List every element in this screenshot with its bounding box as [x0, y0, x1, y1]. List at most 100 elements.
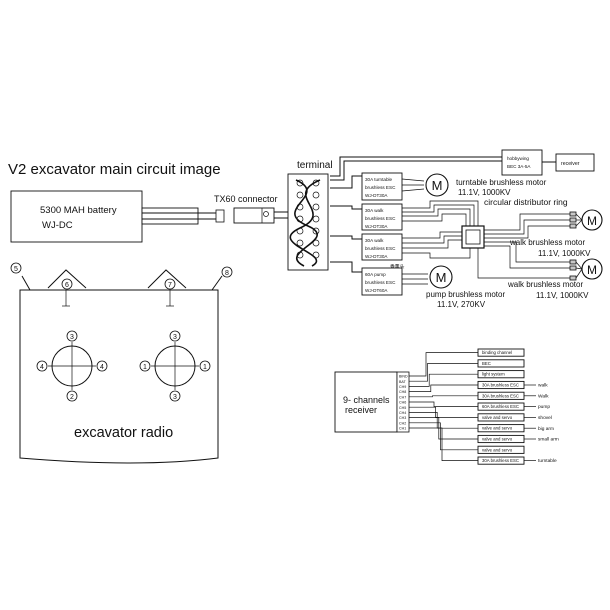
receiver-channel-wire [409, 422, 478, 451]
receiver-device-label: BEC [482, 361, 491, 366]
walk-wire [402, 213, 467, 226]
marker-circle [164, 278, 176, 290]
walk-motor-1-glyph: M [587, 214, 597, 228]
receiver-channel-wire [409, 427, 478, 461]
marker-circle [139, 360, 151, 372]
pump-motor-spec: 11.1V, 270KV [437, 300, 486, 309]
receiver-channel-wire [409, 363, 478, 382]
walk-motor-2-lead [575, 267, 583, 270]
stick-direction-label: 4 [100, 364, 104, 371]
receiver-device-label: valve and servo [482, 415, 513, 420]
walk-motor-2-label: walk brushless motor [507, 280, 583, 289]
stick-direction-label: 3 [70, 334, 74, 341]
esc-walk-1-line3: WJ-DT30A [365, 224, 388, 229]
tx60-connector-block: TX60 connector [214, 194, 296, 224]
distributor-label: circular distributor ring [484, 197, 568, 207]
distributor-out-wire [484, 213, 570, 231]
hobbywing-rating: BEC 3A-5A [507, 164, 531, 169]
esc-pump-line3: WJ-DT60A [365, 288, 388, 293]
esc-turntable-line3: WJ-DT30A [365, 193, 388, 198]
walk-motor-2: M walk brushless motor 11.1V, 1000KV [507, 258, 603, 300]
esc-pump-power-wire [330, 261, 362, 273]
receiver-channel-wire [409, 373, 478, 387]
receiver-port-label: BIND [399, 375, 408, 379]
esc-turntable-line2: brushless ESC [365, 185, 396, 190]
receiver-port-label: CH6 [399, 401, 406, 405]
marker-circle [10, 262, 22, 274]
bullet-connector [569, 259, 577, 265]
receiver-box [334, 371, 398, 433]
terminal-screw [296, 179, 304, 187]
terminal-screw [312, 191, 320, 199]
walk-motor-2-spec: 11.1V, 1000KV [536, 291, 589, 300]
receiver-label: 9- channels [343, 395, 390, 405]
stick-direction-label: 3 [173, 334, 177, 341]
right-stick[interactable]: 3 1 1 3 [139, 330, 211, 402]
esc-turntable-phase-c [401, 188, 425, 192]
bullet-connector [569, 265, 577, 271]
esc-turntable: 30A turntable brushless ESC WJ-DT30A [330, 172, 425, 201]
receiver-port-label: CH1 [399, 427, 406, 431]
esc-turntable-power-wire [330, 175, 362, 189]
battery-cable-sleeve [141, 207, 199, 225]
distributor-out-wire [477, 248, 570, 279]
marker-label: 5 [14, 266, 18, 273]
receiver-function-label: turntable [538, 458, 557, 464]
marker-label: 8 [225, 270, 229, 277]
esc-turntable-box [361, 172, 403, 201]
receiver-port-label: CH8 [399, 390, 406, 394]
receiver-function-label: big arm [538, 426, 554, 432]
small-note-label: 香薰头 [390, 263, 405, 270]
terminal-label: terminal [297, 160, 333, 171]
distributor-out-wire [484, 241, 570, 263]
esc-turntable-phase-a [401, 178, 425, 182]
connector-pin [263, 211, 269, 217]
receiver-device-label: 30A brushless ESC [482, 458, 519, 463]
pump-motor-symbol [429, 265, 453, 289]
battery-block: 5300 MAH battery WJ-DC [10, 190, 225, 243]
marker-circle [61, 278, 73, 290]
hobbywing-label: hobbywing [507, 156, 529, 161]
antenna-switch-left [21, 275, 31, 291]
receiver-device-box [477, 359, 525, 368]
turntable-motor-glyph: M [432, 178, 443, 193]
nine-channel-receiver: 9- channels receiver BINDBATCH9CH8CH7CH6… [334, 348, 559, 465]
marker-circle [169, 390, 181, 402]
walk-wire [402, 235, 462, 244]
stick-direction-label: 1 [143, 364, 147, 371]
marker-label: 6 [65, 282, 69, 289]
receiver-port-label: CH3 [399, 416, 406, 420]
receiver-function-label: small arm [538, 437, 559, 443]
esc-turntable-line1: 30A turntable [365, 177, 393, 182]
receiver-channel-wire [409, 395, 478, 398]
receiver-device-label: 60A brushless ESC [482, 404, 519, 409]
receiver-device-box [477, 370, 525, 379]
bullet-connector [569, 211, 577, 217]
battery-label: 5300 MAH battery [40, 205, 117, 216]
marker-circle [36, 360, 48, 372]
turntable-motor: M turntable brushless motor 11.1V, 1000K… [425, 173, 547, 197]
battery-model: WJ-DC [42, 220, 73, 231]
receiver-channel-wire [409, 412, 478, 429]
terminal-block: terminal [287, 160, 333, 271]
connector-housing [233, 207, 275, 224]
walk-wire [402, 204, 475, 226]
connector-label: TX60 connector [214, 194, 278, 204]
turntable-motor-label: turntable brushless motor [456, 178, 547, 187]
pump-motor: M pump brushless motor 11.1V, 270KV [426, 265, 505, 309]
terminal-screw [296, 239, 304, 247]
radio-top-bump-left [47, 269, 87, 289]
hobbywing-bec-box [501, 149, 543, 176]
distributor-out-wire [484, 219, 570, 235]
stick-direction-label: 3 [173, 394, 177, 401]
walk-motor-2-glyph: M [587, 263, 597, 277]
terminal-screw [312, 227, 320, 235]
left-stick[interactable]: 3 4 4 2 [36, 330, 108, 402]
esc-walk-1-line1: 30A walk [365, 208, 384, 213]
receiver-device-label: valve and servo [482, 447, 513, 452]
stick-direction-label: 1 [203, 364, 207, 371]
esc-walk-2: 30A walk brushless ESC WJ-DT30A 香薰头 [330, 233, 405, 270]
bullet-connector [569, 217, 577, 223]
